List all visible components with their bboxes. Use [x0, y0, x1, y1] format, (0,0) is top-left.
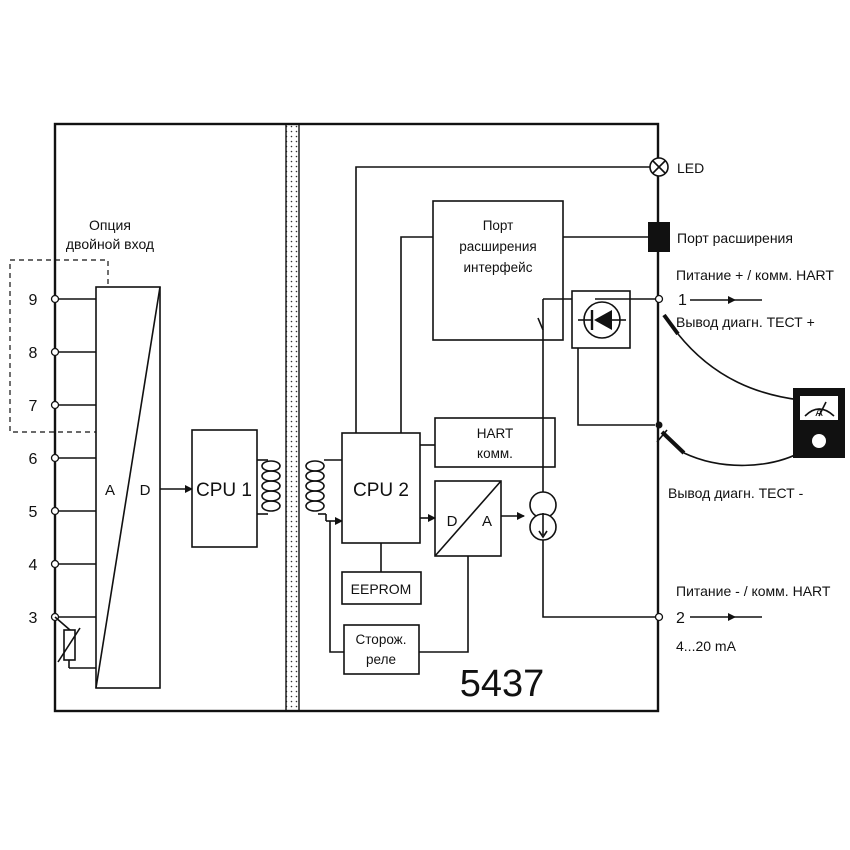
left-terminals: 9 8 7 6 5 4 3: [29, 292, 96, 627]
dual-input-label-1: Опция: [89, 217, 131, 233]
dual-input-label-2: двойной вход: [66, 236, 154, 252]
terminal-label-2: 2: [676, 610, 685, 627]
dac-block: D A: [434, 480, 502, 557]
current-range-label: 4...20 mA: [676, 638, 737, 654]
adc-a-label: A: [105, 482, 115, 499]
terminal-label-1: 1: [678, 292, 687, 309]
test-probe-minus-icon: [656, 429, 806, 467]
terminal-9: [50, 294, 60, 304]
hart-label-2: комм.: [477, 446, 513, 461]
terminal-4: [50, 559, 60, 569]
cpu2-label: CPU 2: [353, 480, 409, 501]
diode-icon: [571, 290, 631, 349]
terminal-8: [50, 347, 60, 357]
watchdog-label-1: Сторож.: [356, 632, 407, 647]
expansion-port-connector: [648, 222, 670, 252]
cpu2-block: [341, 432, 421, 544]
module-housing: [53, 122, 660, 713]
watchdog-relay-block: [343, 624, 420, 675]
terminal-label-5: 5: [29, 504, 38, 521]
hart-label-1: HART: [477, 426, 514, 441]
watchdog-label-2: реле: [366, 652, 396, 667]
port-wire: [400, 236, 433, 433]
adc-d-label: D: [140, 482, 151, 499]
transformer-coil-left-icon: [257, 459, 281, 515]
adc-block: A D: [95, 286, 161, 689]
terminal-6: [50, 453, 60, 463]
terminal-1: [654, 294, 664, 304]
eeprom-label: EEPROM: [351, 581, 412, 597]
test-probe-plus-icon: [662, 313, 801, 401]
port-label-2: расширения: [459, 239, 536, 254]
port-label-3: интерфейс: [464, 260, 533, 275]
model-number: 5437: [460, 663, 545, 705]
terminal-2: [654, 612, 664, 622]
led-icon: [649, 157, 669, 177]
cpu1-label: CPU 1: [196, 480, 252, 501]
terminal-label-4: 4: [29, 557, 38, 574]
dac-a-label: A: [482, 513, 492, 530]
test-plus-label: Вывод диагн. ТЕСТ +: [676, 314, 815, 330]
hart-block: [434, 417, 556, 468]
dual-input-option-frame: [9, 259, 109, 433]
terminal-label-6: 6: [29, 451, 38, 468]
led-label: LED: [677, 160, 704, 176]
supply-plus-label: Питание + / комм. HART: [676, 267, 834, 283]
terminal-5: [50, 506, 60, 516]
ammeter-icon: A: [793, 388, 845, 458]
isolation-barrier: [285, 123, 300, 712]
led-wire: [355, 166, 650, 433]
ammeter-label: A: [815, 407, 823, 419]
supply-minus-label: Питание - / комм. HART: [676, 583, 831, 599]
terminal-label-3: 3: [29, 610, 38, 627]
transformer-coil-right-icon: [305, 459, 343, 525]
expansion-port-label: Порт расширения: [677, 230, 793, 246]
thermistor-icon: [54, 616, 96, 669]
terminal-label-8: 8: [29, 345, 38, 362]
port-label-1: Порт: [483, 218, 514, 233]
interface-port-block: [432, 200, 564, 341]
terminal-7: [50, 400, 60, 410]
terminal-label-9: 9: [29, 292, 38, 309]
current-source-icon: [529, 491, 557, 541]
cpu1-block: [191, 429, 258, 548]
dac-d-label: D: [447, 513, 458, 530]
terminal-label-7: 7: [29, 398, 38, 415]
test-minus-label: Вывод диагн. ТЕСТ -: [668, 485, 804, 501]
test-minus-node: [655, 421, 663, 429]
eeprom-block: [341, 571, 422, 605]
